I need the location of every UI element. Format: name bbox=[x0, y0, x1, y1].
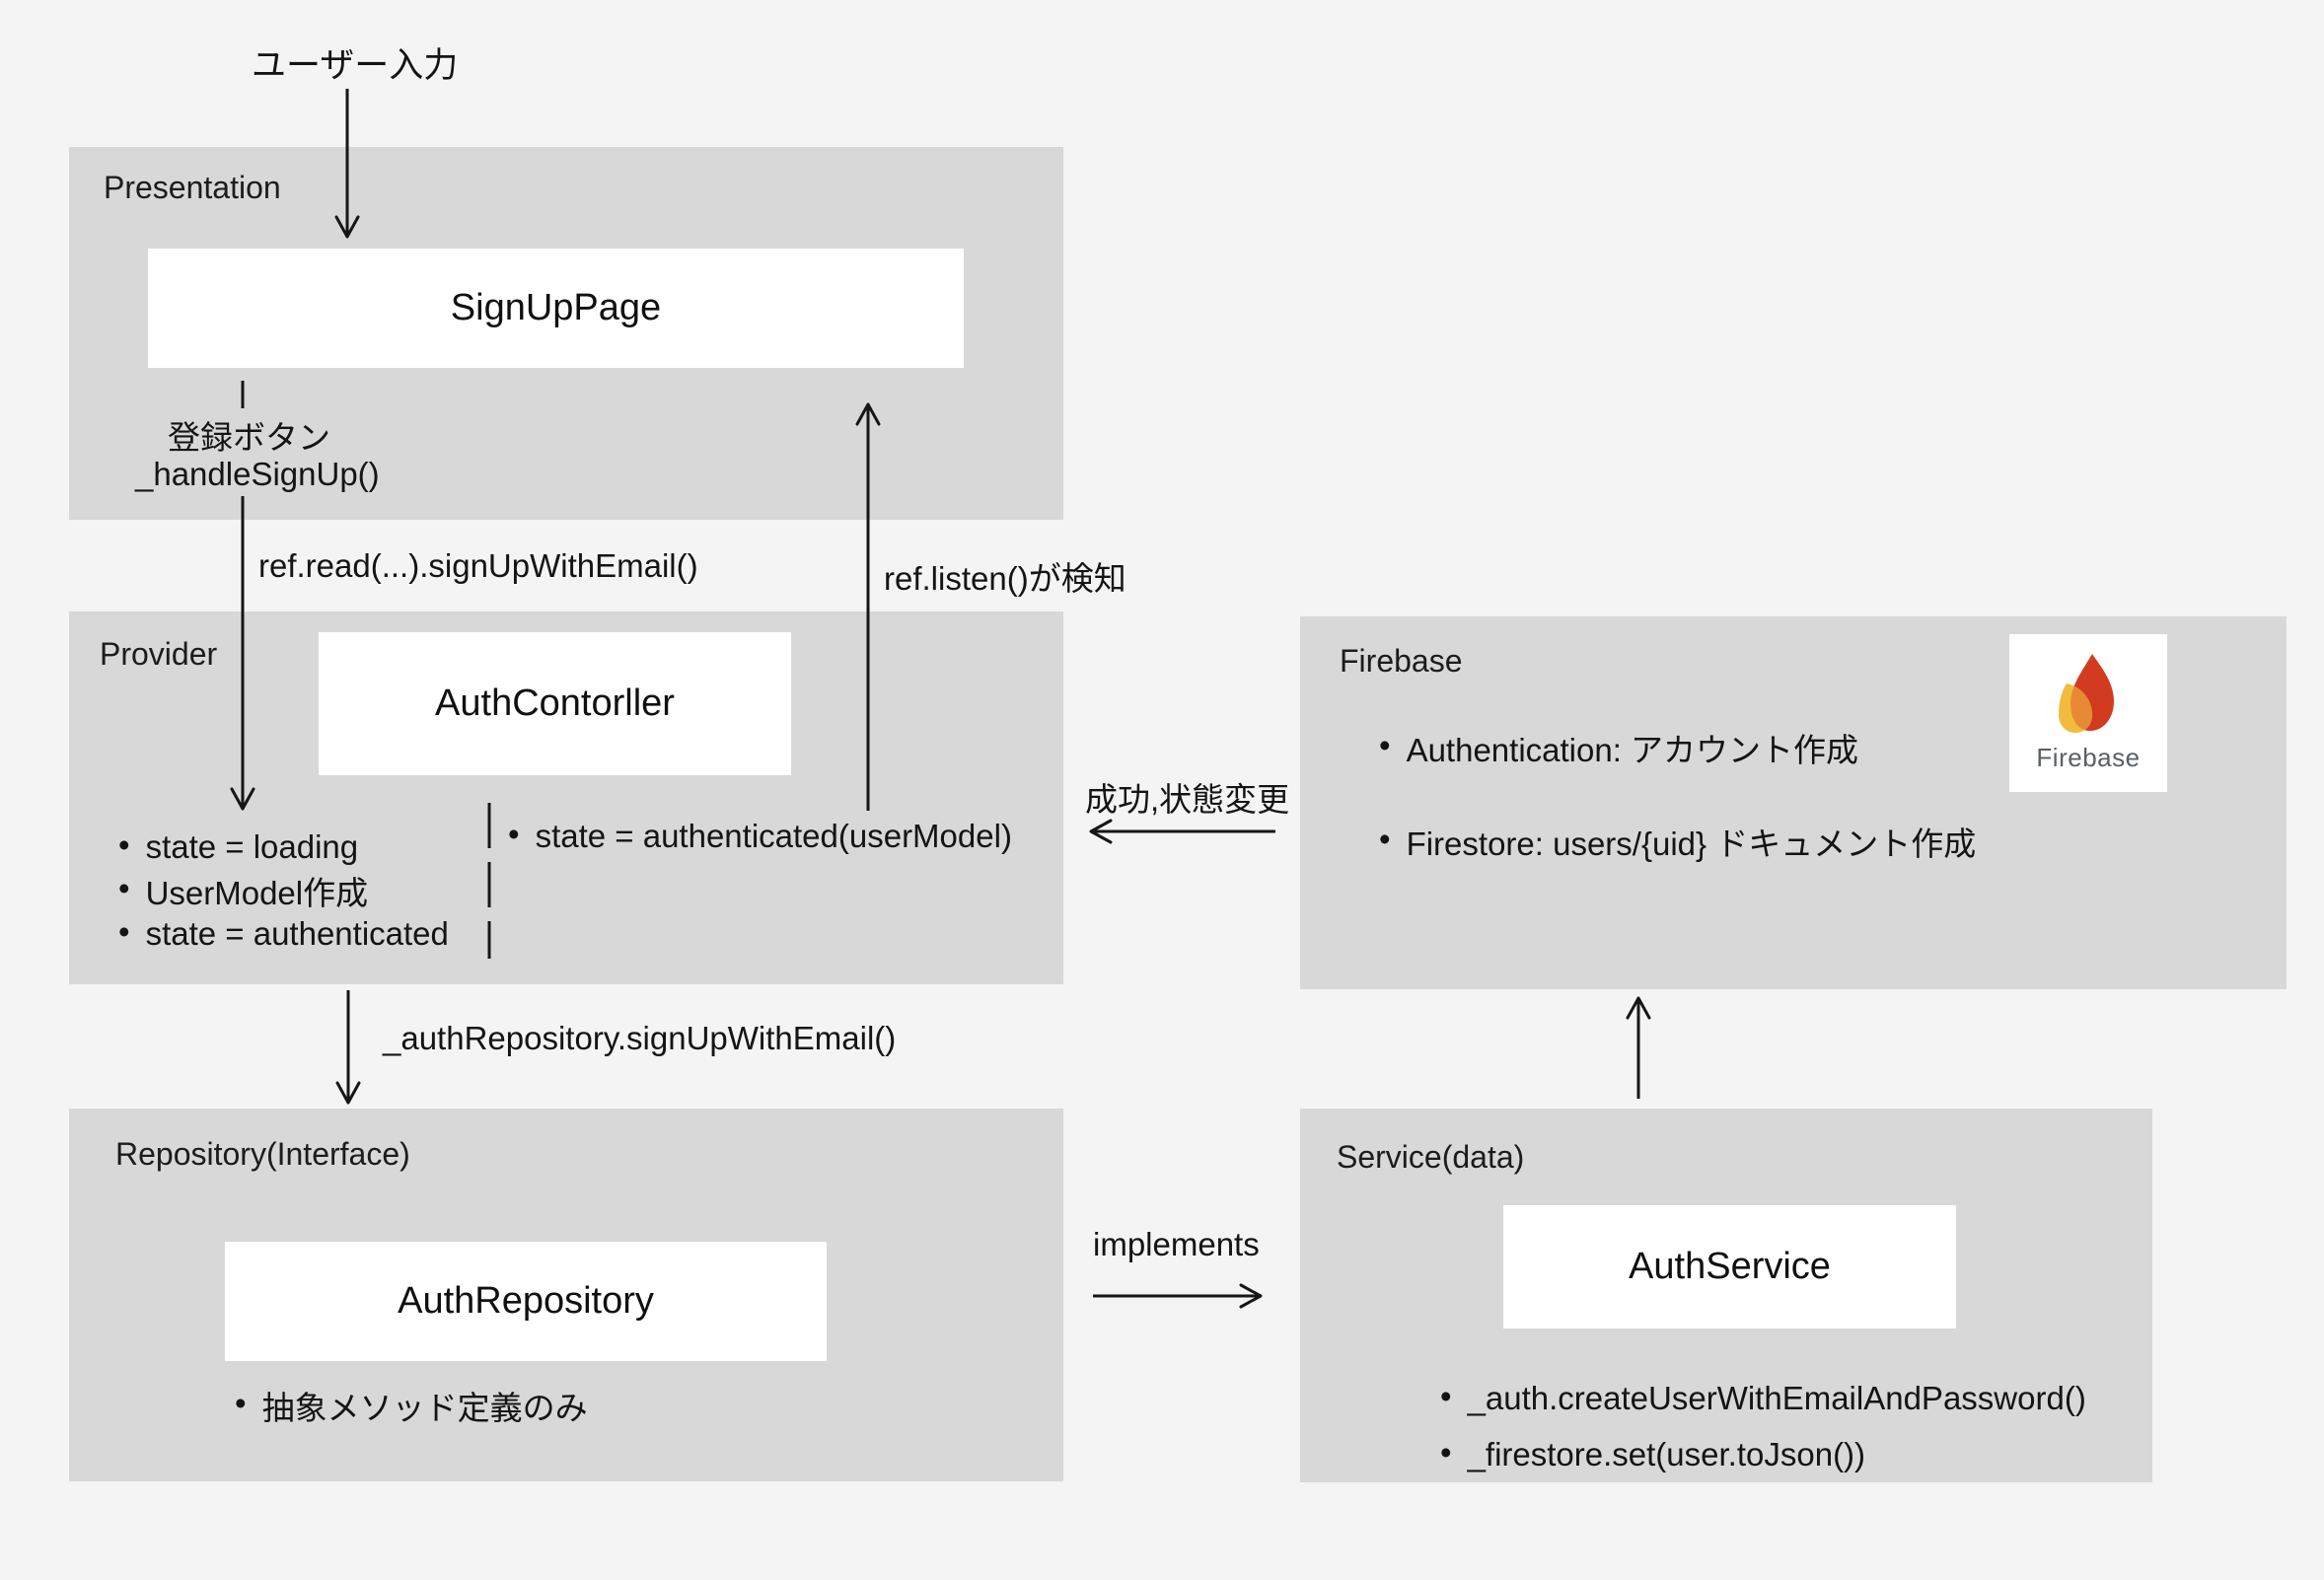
auth-repository-title: AuthRepository bbox=[398, 1280, 654, 1322]
bullet-dot: • bbox=[235, 1385, 247, 1421]
bullet-dot: • bbox=[1379, 821, 1391, 857]
auth-controller-title: AuthContorller bbox=[435, 682, 675, 724]
implements-label: implements bbox=[1093, 1226, 1260, 1262]
repository-bullet-abstract: • 抽象メソッド定義のみ bbox=[235, 1385, 588, 1426]
user-input-label: ユーザー入力 bbox=[252, 46, 459, 85]
bullet-dot: • bbox=[1440, 1434, 1452, 1471]
firebase-flame-icon bbox=[2059, 654, 2114, 733]
success-state-change-label: 成功,状態変更 bbox=[1085, 781, 1290, 818]
provider-layer-label: Provider bbox=[100, 636, 218, 672]
auth-repository-box: AuthRepository bbox=[225, 1242, 827, 1361]
service-bullet-createuser: • _auth.createUserWithEmailAndPassword() bbox=[1440, 1378, 2086, 1416]
bullet-dot: • bbox=[1440, 1378, 1452, 1414]
presentation-layer-label: Presentation bbox=[104, 170, 281, 205]
service-bullet-firestore-set: • _firestore.set(user.toJson()) bbox=[1440, 1434, 1866, 1472]
firebase-logo-card: Firebase bbox=[2009, 634, 2167, 792]
bullet-dot: • bbox=[1379, 727, 1391, 763]
bullet-dot: • bbox=[118, 826, 130, 863]
auth-service-box: AuthService bbox=[1503, 1205, 1956, 1329]
repository-layer-label: Repository(Interface) bbox=[115, 1136, 410, 1172]
service-layer-label: Service(data) bbox=[1337, 1139, 1525, 1175]
ref-listen-label: ref.listen()が検知 bbox=[884, 560, 1126, 597]
provider-bullet-authenticated: • state = authenticated bbox=[118, 913, 449, 952]
firebase-layer-label: Firebase bbox=[1340, 643, 1463, 679]
bullet-dot: • bbox=[118, 913, 130, 950]
auth-service-title: AuthService bbox=[1629, 1246, 1831, 1287]
auth-repo-call-label: _authRepository.signUpWithEmail() bbox=[383, 1020, 897, 1056]
register-button-note: 登録ボタン bbox=[168, 419, 330, 456]
signup-page-box: SignUpPage bbox=[148, 249, 964, 368]
firebase-wordmark: Firebase bbox=[2036, 743, 2141, 772]
handle-signup-note: _handleSignUp() bbox=[135, 456, 380, 492]
auth-controller-box: AuthContorller bbox=[319, 632, 791, 775]
firebase-bullet-firestore: • Firestore: users/{uid} ドキュメント作成 bbox=[1379, 821, 1977, 862]
bullet-dot: • bbox=[118, 870, 130, 906]
provider-bullet-usermodel: • UserModel作成 bbox=[118, 870, 369, 911]
provider-right-bullet: • state = authenticated(userModel) bbox=[508, 816, 1012, 854]
bullet-dot: • bbox=[508, 816, 520, 852]
ref-read-label: ref.read(...).signUpWithEmail() bbox=[258, 547, 698, 584]
signup-page-title: SignUpPage bbox=[450, 287, 662, 328]
firebase-bullet-authentication: • Authentication: アカウント作成 bbox=[1379, 727, 1859, 768]
provider-bullet-loading: • state = loading bbox=[118, 826, 359, 865]
